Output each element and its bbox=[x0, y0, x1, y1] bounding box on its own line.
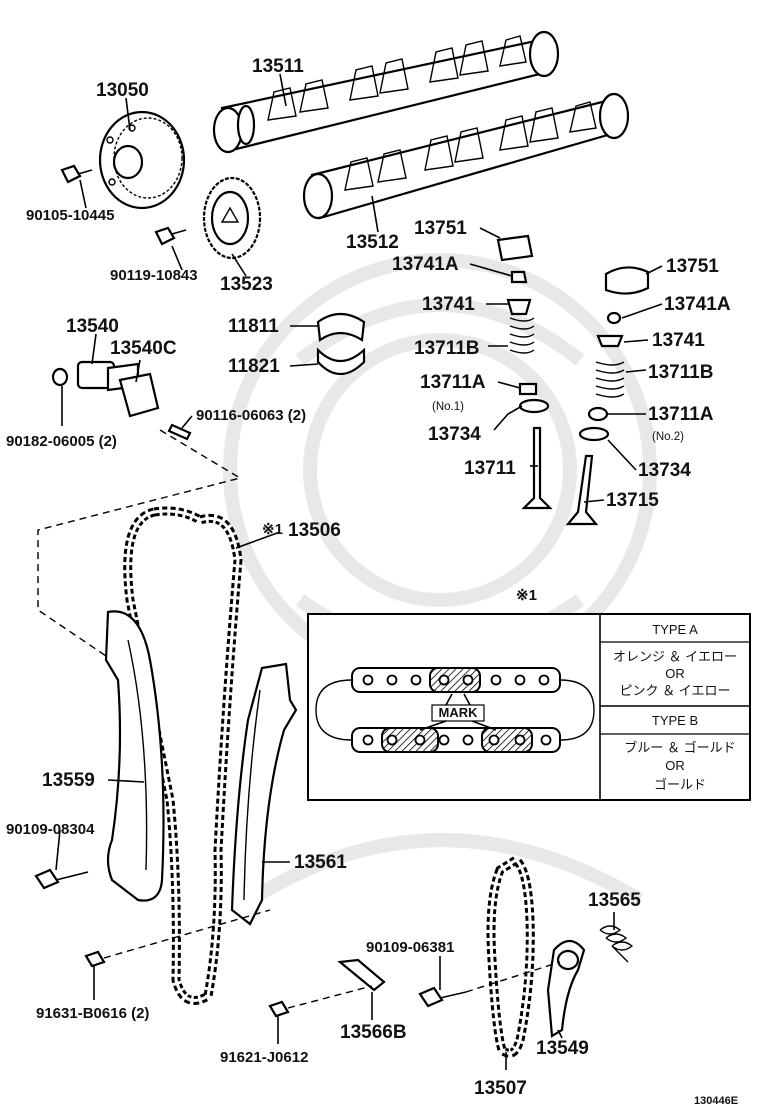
chain-mark-inset: MARK TYPE A オレンジ ＆ イエロー OR ピンク ＆ イエロー TY… bbox=[307, 613, 751, 801]
label-13512: 13512 bbox=[346, 232, 399, 253]
label-13511: 13511 bbox=[252, 56, 304, 77]
bolt-90109-06381[interactable] bbox=[418, 986, 467, 1008]
label-13734-right: 13734 bbox=[638, 460, 691, 481]
label-13540: 13540 bbox=[66, 316, 119, 337]
label-13507: 13507 bbox=[474, 1078, 527, 1099]
label-13751-right: 13751 bbox=[666, 256, 719, 277]
label-13523: 13523 bbox=[220, 274, 273, 295]
oil-pump-chain-13507[interactable] bbox=[486, 854, 535, 1058]
label-13565: 13565 bbox=[588, 890, 641, 911]
label-90116: 90116-06063 (2) bbox=[196, 407, 306, 424]
inset-or-2: OR bbox=[665, 758, 685, 773]
chain-guide-13561[interactable] bbox=[230, 662, 298, 926]
label-13050: 13050 bbox=[96, 80, 149, 101]
valve-parts-right[interactable] bbox=[565, 266, 650, 526]
bolt-91621[interactable] bbox=[268, 1000, 290, 1018]
inset-type-b-line1: ブルー ＆ ゴールド bbox=[624, 740, 735, 755]
bolt-91631[interactable] bbox=[84, 950, 106, 968]
label-13540c: 13540C bbox=[110, 338, 177, 359]
label-13741a-right: 13741A bbox=[664, 294, 731, 315]
label-13711a-right: 13711A bbox=[648, 404, 714, 425]
damper-13566b[interactable] bbox=[337, 958, 386, 992]
inset-type-b-line2: ゴールド bbox=[654, 777, 706, 792]
inset-mark-label: MARK bbox=[439, 705, 479, 720]
bolt-90119[interactable] bbox=[154, 226, 187, 246]
inset-type-a-line2: ピンク ＆ イエロー bbox=[619, 683, 730, 698]
label-90182: 90182-06005 (2) bbox=[6, 433, 117, 450]
bolt-90109-dashed-line bbox=[465, 961, 561, 993]
label-91621: 91621-J0612 bbox=[220, 1049, 308, 1066]
label-13751-left: 13751 bbox=[414, 218, 467, 239]
label-91631: 91631-B0616 (2) bbox=[36, 1005, 149, 1022]
label-90109-06381: 90109-06381 bbox=[366, 939, 454, 956]
label-13741-right: 13741 bbox=[652, 330, 705, 351]
label-13711: 13711 bbox=[464, 458, 516, 479]
camshaft-13512[interactable] bbox=[302, 92, 630, 220]
inset-type-b: TYPE B bbox=[652, 713, 698, 728]
label-no2: (No.2) bbox=[652, 431, 684, 443]
tensioner-dashed-line bbox=[37, 429, 242, 661]
figure-id: 130446E bbox=[694, 1095, 738, 1107]
label-90119: 90119-10843 bbox=[110, 267, 198, 284]
bearing-11821[interactable] bbox=[316, 347, 366, 376]
inset-or-1: OR bbox=[665, 666, 685, 681]
inset-ref: ※1 bbox=[516, 587, 537, 604]
spring-13565[interactable] bbox=[599, 925, 634, 963]
sprocket-13523[interactable] bbox=[202, 176, 262, 260]
label-no1: (No.1) bbox=[432, 401, 464, 413]
camshaft-13511[interactable] bbox=[212, 30, 560, 154]
bolt-90109-08304[interactable] bbox=[34, 868, 89, 890]
label-13734-left: 13734 bbox=[428, 424, 481, 445]
nut-90182[interactable] bbox=[51, 367, 69, 387]
inset-type-a-line1: オレンジ ＆ イエロー bbox=[613, 649, 737, 664]
stud-90116[interactable] bbox=[167, 423, 192, 441]
bearing-11811[interactable] bbox=[316, 312, 366, 342]
gasket-13540c[interactable] bbox=[118, 372, 160, 418]
chain-guide-13559[interactable] bbox=[104, 610, 165, 902]
label-13711a-left: 13711A bbox=[420, 372, 486, 393]
label-13741-left: 13741 bbox=[422, 294, 475, 315]
inset-chain-top bbox=[351, 667, 561, 693]
label-13559: 13559 bbox=[42, 770, 95, 791]
bolt-91631-dashed-line bbox=[103, 909, 271, 959]
bolt-91621-dashed-line bbox=[287, 985, 373, 1009]
label-90105: 90105-10445 bbox=[26, 207, 114, 224]
label-11821: 11821 bbox=[228, 356, 280, 377]
label-90109-08304: 90109-08304 bbox=[6, 821, 95, 838]
label-13711b-left: 13711B bbox=[414, 338, 480, 359]
label-13506: 13506 bbox=[288, 520, 341, 541]
tensioner-arm-13549[interactable] bbox=[546, 939, 586, 1038]
valve-parts-left[interactable] bbox=[496, 234, 553, 510]
vvt-gear-13050[interactable] bbox=[98, 110, 186, 210]
label-13715: 13715 bbox=[606, 490, 659, 511]
label-13566b: 13566B bbox=[340, 1022, 407, 1043]
label-13711b-right: 13711B bbox=[648, 362, 714, 383]
label-13549: 13549 bbox=[536, 1038, 589, 1059]
bolt-90105[interactable] bbox=[60, 164, 93, 184]
label-13741a-left: 13741A bbox=[392, 254, 459, 275]
inset-type-a: TYPE A bbox=[652, 622, 698, 637]
leader-lines bbox=[55, 73, 663, 1070]
label-11811: 11811 bbox=[228, 316, 279, 337]
label-mark-note: ※1 bbox=[262, 521, 283, 538]
label-13561: 13561 bbox=[294, 852, 347, 873]
inset-chain-bottom bbox=[351, 727, 561, 753]
